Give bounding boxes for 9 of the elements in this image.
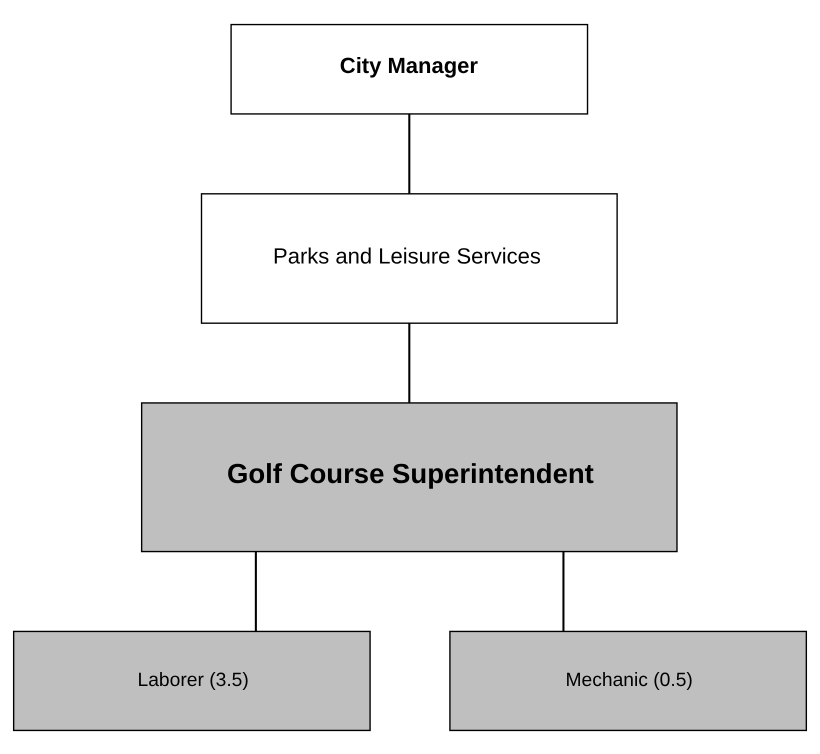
node-box: Laborer (3.5)	[12, 630, 371, 731]
connector	[254, 551, 257, 631]
node-box: Parks and Leisure Services	[200, 192, 618, 324]
node-box: Mechanic (0.5)	[449, 630, 808, 731]
node-box: Golf Course Superintendent	[140, 402, 678, 552]
connector	[408, 114, 410, 194]
connector	[408, 323, 410, 402]
node-box: City Manager	[230, 23, 588, 114]
connector	[562, 551, 564, 631]
